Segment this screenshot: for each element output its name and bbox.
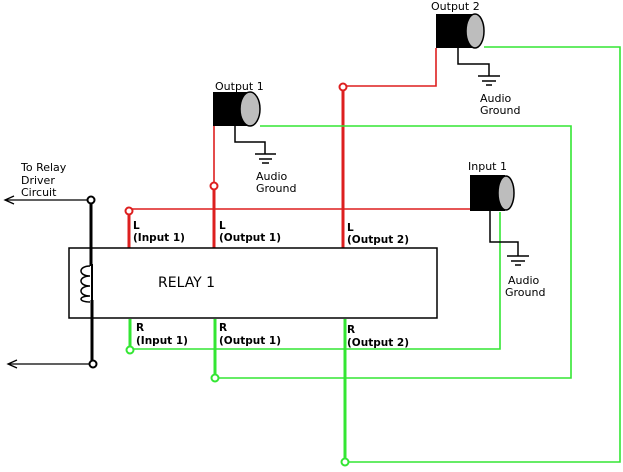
output1-ground-line1: Audio — [256, 170, 288, 183]
driver-label-line3: Circuit — [21, 186, 57, 199]
relay-box — [68, 247, 438, 319]
node-r-input1 — [125, 345, 135, 355]
output2-ground-line2: Ground — [480, 104, 520, 117]
node-r-output1 — [210, 373, 220, 383]
wire-r-output1-to-jack — [219, 125, 572, 379]
input1-jack: Input 1 Audio Ground — [468, 160, 545, 299]
pin-r-input1-channel: R — [136, 322, 144, 334]
driver-label-line1: To Relay — [20, 161, 67, 174]
relay-label: RELAY 1 — [158, 275, 215, 291]
wire-l-output2-to-jack — [343, 48, 437, 87]
jack-cap — [497, 175, 515, 211]
coil-icon — [80, 265, 91, 303]
arrow-left-icon — [3, 195, 15, 205]
node-driver-top — [86, 195, 96, 205]
left-channel-wires — [127, 48, 470, 248]
output2-jack: Output 2 Audio Ground — [431, 0, 520, 117]
pin-l-output2-channel: L — [347, 222, 354, 234]
jack-cap — [465, 13, 485, 49]
output1-jack: Output 1 Audio Ground — [213, 80, 296, 195]
node-r-output2 — [340, 457, 350, 467]
input1-ground-line2: Ground — [505, 286, 545, 299]
node-driver-bottom — [88, 359, 98, 369]
output2-ground-line1: Audio — [480, 92, 512, 105]
output1-ground-line2: Ground — [256, 182, 296, 195]
pin-r-output2-channel: R — [347, 324, 355, 336]
jack-cap — [239, 91, 261, 127]
node-l-output1 — [209, 181, 219, 191]
pin-r-output1-name: (Output 1) — [219, 335, 281, 347]
output2-label: Output 2 — [431, 0, 480, 13]
output2-ground-lead — [457, 48, 490, 76]
node-l-input1 — [124, 206, 134, 216]
pin-l-output2-name: (Output 2) — [347, 234, 409, 246]
input1-ground-line1: Audio — [508, 274, 540, 287]
driver-leads — [3, 195, 89, 369]
pin-r-output1-channel: R — [219, 322, 227, 334]
driver-label-line2: Driver — [21, 174, 55, 187]
pin-l-input1-channel: L — [133, 220, 140, 232]
output1-label: Output 1 — [215, 80, 264, 93]
input1-label: Input 1 — [468, 160, 507, 173]
output1-ground-lead — [234, 126, 266, 154]
wire-r-output2-to-jack — [349, 46, 621, 463]
input1-ground-lead — [489, 211, 519, 256]
pin-l-output1-name: (Output 1) — [219, 232, 281, 244]
relay-coil — [80, 200, 94, 364]
pin-l-output1-channel: L — [219, 220, 226, 232]
node-l-output2 — [338, 82, 348, 92]
wire-nodes — [124, 82, 350, 467]
pin-r-input1-name: (Input 1) — [136, 335, 188, 347]
arrow-left-icon — [6, 359, 18, 369]
pin-r-output2-name: (Output 2) — [347, 337, 409, 349]
pin-l-input1-name: (Input 1) — [133, 232, 185, 244]
right-channel-wires — [128, 46, 621, 463]
wire-r-input1-to-jack — [134, 212, 501, 350]
